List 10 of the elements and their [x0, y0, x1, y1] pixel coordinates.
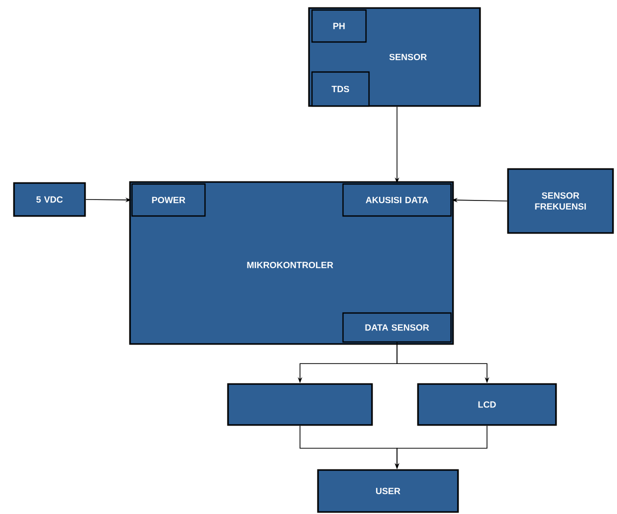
sub-box: TDS: [311, 71, 370, 107]
output-box: LCD: [417, 383, 557, 426]
user-box: USER: [317, 469, 459, 513]
sub-box: DATA SENSOR: [342, 312, 452, 343]
output-box: [227, 383, 373, 426]
sub-box: POWER: [131, 183, 206, 217]
sub-box: AKUSISI DATA: [342, 183, 452, 217]
sub-box: PH: [311, 9, 367, 43]
sensor-box: SENSOR FREKUENSI: [507, 168, 614, 234]
input-box: 5 VDC: [13, 182, 86, 217]
